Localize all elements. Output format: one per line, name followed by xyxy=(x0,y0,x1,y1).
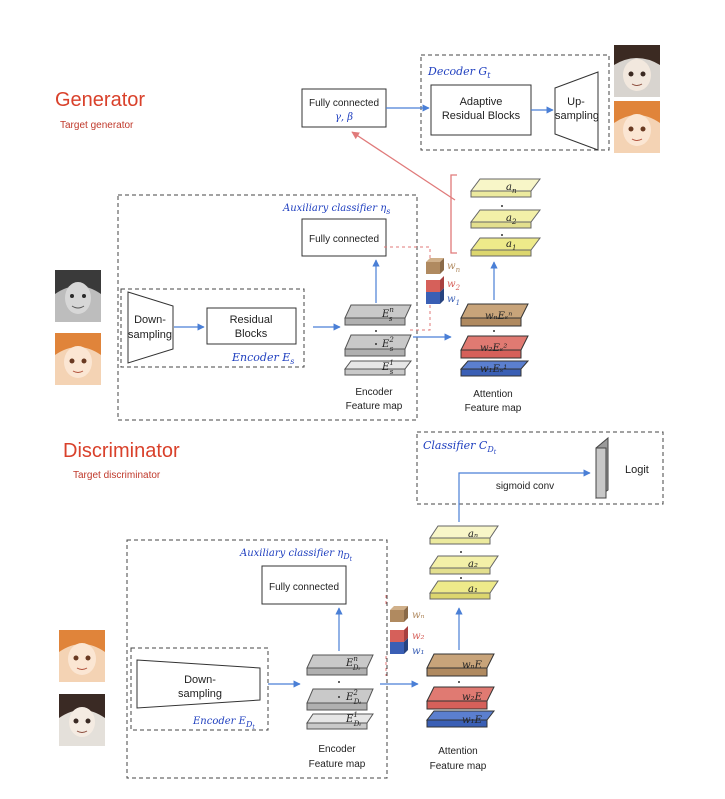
decoder-label: Decoder Gt xyxy=(427,65,491,80)
disc-a-stack xyxy=(429,525,499,600)
upsampling-block xyxy=(554,71,599,151)
disc-down-line1: Down- xyxy=(184,674,216,686)
adaptive-residual-blocks xyxy=(430,84,532,136)
disc-a-1: a₁ xyxy=(468,584,478,595)
disc-fc-aux xyxy=(261,565,347,605)
disc-w-1: w₁ xyxy=(412,646,425,657)
logit-block xyxy=(595,436,609,499)
disc-a-n: aₙ xyxy=(468,529,478,540)
generator-subtitle: Target generator xyxy=(60,120,134,131)
disc-weight-cubes xyxy=(390,606,408,654)
disc-att-1: w₁E xyxy=(462,715,483,726)
disc-att-2: w₂E xyxy=(462,692,483,703)
gen-residual-line2: Blocks xyxy=(235,328,268,340)
disc-main-box xyxy=(126,539,388,779)
gen-att-1: w₁Eₛ¹ xyxy=(480,364,507,375)
gen-a-1: a1 xyxy=(506,239,516,252)
disc-encoder-label: Encoder EDt xyxy=(192,716,255,731)
gen-downsampling xyxy=(127,291,174,364)
gen-a-n: an xyxy=(506,182,517,195)
gen-aux-label: Auxiliary classifier ηs xyxy=(282,203,390,216)
fc-gamma-beta xyxy=(301,88,387,128)
disc-down-line2: sampling xyxy=(178,688,222,700)
disc-enc-map-line1: Encoder xyxy=(318,744,356,755)
gen-encoder-box xyxy=(120,288,305,368)
gen-down-line1: Down- xyxy=(134,314,166,326)
gen-down-line2: sampling xyxy=(128,329,172,341)
disc-w-n: wₙ xyxy=(412,610,425,621)
gen-att-map-line1: Attention xyxy=(473,389,512,400)
disc-att-n: wₙE xyxy=(462,660,483,671)
gen-residual-line1: Residual xyxy=(230,314,273,326)
disc-att-map-line2: Feature map xyxy=(430,761,487,772)
gen-fc-aux xyxy=(301,218,387,257)
generator-main-box xyxy=(117,194,418,421)
classifier-label: Classifier CDt xyxy=(423,439,497,456)
input-face-orange xyxy=(55,333,101,385)
fc-gamma-line2: γ, β xyxy=(335,112,353,123)
gen-encoder-feature-stack xyxy=(344,304,412,376)
gen-encoder-label: Encoder Es xyxy=(231,351,294,366)
gen-att-n: wₙEₛⁿ xyxy=(485,311,512,322)
gen-w-2: w2 xyxy=(447,279,461,292)
disc-enc-map-line2: Feature map xyxy=(309,759,366,770)
gen-w-1: w1 xyxy=(447,294,460,307)
gen-a-stack xyxy=(450,174,541,257)
gen-residual-blocks xyxy=(206,307,297,345)
gen-a-2: a2 xyxy=(506,213,517,226)
gen-attention-stack xyxy=(459,303,530,377)
upsampling-line2: sampling xyxy=(555,110,599,122)
gen-w-n: wn xyxy=(447,261,461,274)
gen-enc-map-line2: Feature map xyxy=(346,401,403,412)
disc-attention-stack xyxy=(425,653,496,728)
disc-input-face-orange xyxy=(59,630,105,682)
adaptive-line1: Adaptive xyxy=(460,96,503,108)
classifier-box xyxy=(416,431,664,505)
fc-gamma-line1: Fully connected xyxy=(309,98,379,109)
gen-att-2: w₂Eₛ² xyxy=(480,343,507,354)
discriminator-subtitle: Target discriminator xyxy=(73,470,161,481)
discriminator-title: Discriminator xyxy=(63,440,180,462)
decoder-box xyxy=(420,54,610,151)
sigmoid-conv: sigmoid conv xyxy=(496,481,554,492)
gen-weight-cubes xyxy=(426,258,444,304)
adaptive-line2: Residual Blocks xyxy=(442,110,521,122)
gen-enc-map-line1: Encoder xyxy=(355,387,393,398)
disc-encoder-box xyxy=(130,647,269,731)
disc-fc-aux-label: Fully connected xyxy=(269,582,339,593)
disc-aux-label: Auxiliary classifier ηDt xyxy=(239,548,353,563)
generator-title: Generator xyxy=(55,89,145,111)
upsampling-line1: Up- xyxy=(567,96,585,108)
logit-label: Logit xyxy=(625,464,649,476)
disc-w-2: w₂ xyxy=(412,631,425,642)
disc-a-2: a₂ xyxy=(468,559,478,570)
input-face-gray xyxy=(55,270,101,322)
disc-input-face-dark xyxy=(59,694,105,746)
disc-encoder-feature-stack xyxy=(306,654,374,730)
output-face-gray xyxy=(614,45,660,97)
gen-att-map-line2: Feature map xyxy=(465,403,522,414)
gen-fc-aux-label: Fully connected xyxy=(309,234,379,245)
disc-att-map-line1: Attention xyxy=(438,746,477,757)
disc-downsampling xyxy=(136,659,261,709)
output-face-orange xyxy=(614,101,660,153)
